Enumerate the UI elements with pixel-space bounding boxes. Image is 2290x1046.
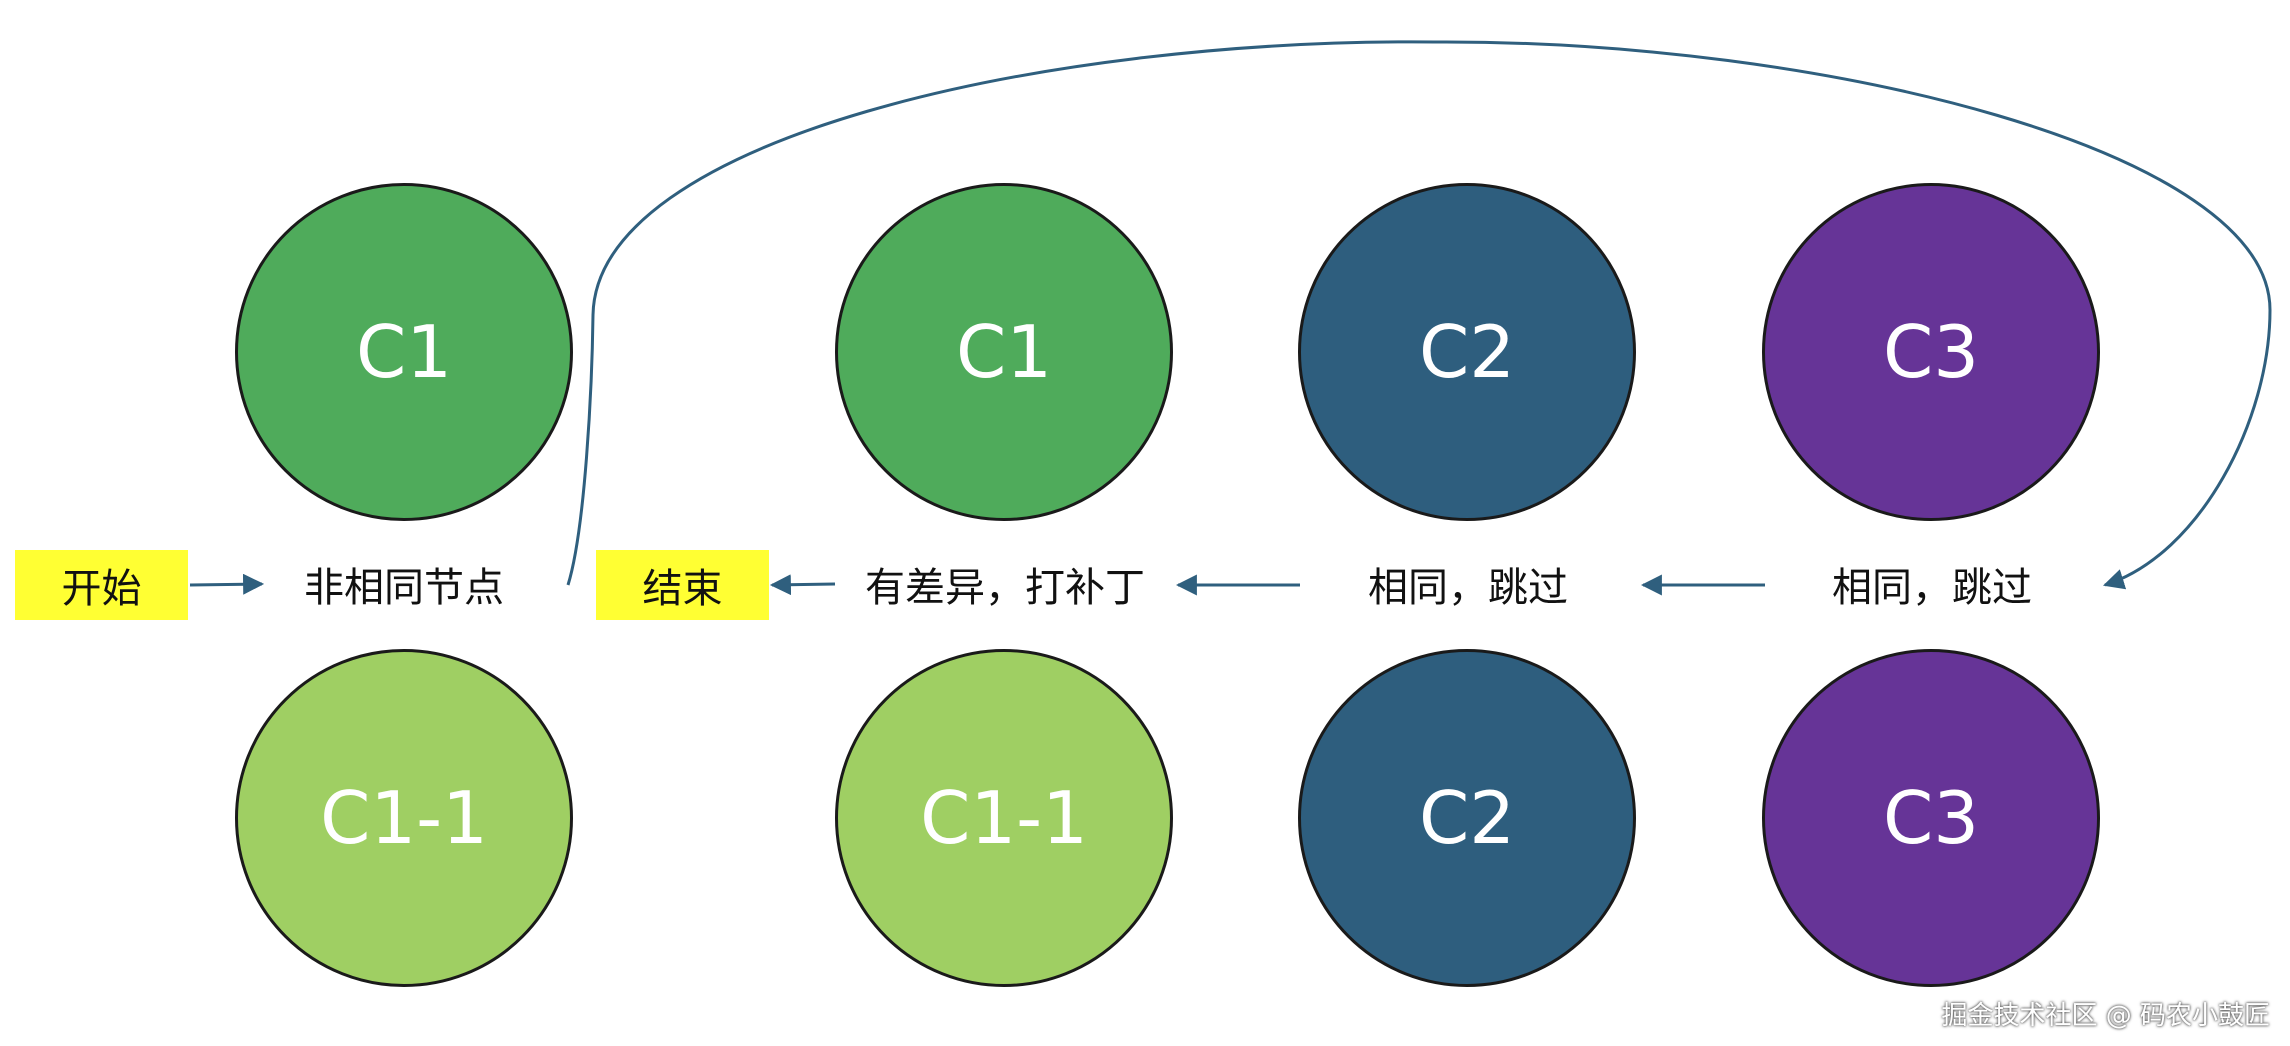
- end-tag-label: 结束: [642, 566, 723, 612]
- watermark: 掘金技术社区 @ 码农小鼓匠: [1941, 1001, 2270, 1031]
- arrow-loop-to-c3: [566, 40, 2272, 590]
- arrow-start-to-not-same: [189, 573, 265, 595]
- circle-new-c1-1: C1-1: [235, 649, 573, 987]
- start-tag-label: 开始: [61, 566, 142, 612]
- start-tag: 开始: [15, 550, 188, 620]
- circle-old-c3: C3: [1762, 183, 2100, 521]
- circle-new-c3: C3: [1762, 649, 2100, 987]
- circle-new-c2: C2: [1298, 649, 1636, 987]
- circle-new-c2-label: C2: [1418, 776, 1516, 860]
- end-tag: 结束: [596, 550, 769, 620]
- arrow-diff-to-end: [769, 574, 836, 596]
- circle-old-c2: C2: [1298, 183, 1636, 521]
- circle-new2-c1-1-label: C1-1: [920, 776, 1088, 860]
- circle-new-c1-1-label: C1-1: [320, 776, 488, 860]
- label-diff-patch: 有差异，打补丁: [865, 565, 1145, 611]
- circle-old2-c1-label: C1: [955, 310, 1053, 394]
- circle-old2-c1: C1: [835, 183, 1173, 521]
- circle-old-c2-label: C2: [1418, 310, 1516, 394]
- label-not-same-node: 非相同节点: [304, 565, 504, 611]
- circle-old-c1: C1: [235, 183, 573, 521]
- circle-new-c3-label: C3: [1882, 776, 1980, 860]
- circle-old-c3-label: C3: [1882, 310, 1980, 394]
- circle-old-c1-label: C1: [355, 310, 453, 394]
- label-same-skip-c2: 相同，跳过: [1368, 565, 1568, 611]
- label-same-skip-c3: 相同，跳过: [1832, 565, 2032, 611]
- circle-new2-c1-1: C1-1: [835, 649, 1173, 987]
